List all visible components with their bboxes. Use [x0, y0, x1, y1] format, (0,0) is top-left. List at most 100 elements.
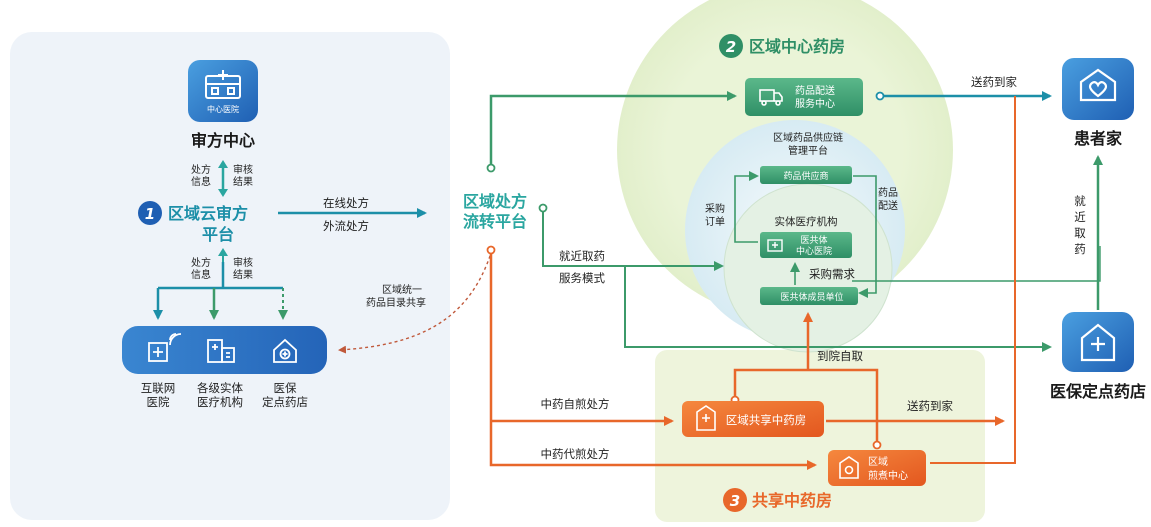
- arrow-platform-to-delivery-center: [489, 91, 737, 164]
- badge-2-text: 2: [726, 38, 736, 56]
- down-left-label-2: 信息: [191, 268, 211, 281]
- platform-top-port: [486, 163, 496, 173]
- nearby-vertical-3: 取: [1074, 226, 1086, 240]
- delivery-center-port: [875, 91, 885, 101]
- pharmacy-building-icon: [696, 405, 716, 431]
- up-right-label-2: 结果: [233, 175, 253, 188]
- outflow-rx-label: 外流处方: [323, 219, 369, 233]
- physical-institution-icon: [207, 339, 235, 363]
- down-right-label-2: 结果: [233, 268, 253, 281]
- purchase-order-label-1: 采购: [705, 202, 725, 215]
- physical-institution-title: 实体医疗机构: [775, 215, 838, 228]
- decoction-icon: [839, 456, 859, 479]
- internet-hospital-icon: [148, 333, 182, 362]
- rx-platform-line1: 区域处方: [463, 192, 527, 211]
- rx-platform-line2: 流转平台: [463, 212, 527, 231]
- nearby-vertical-1: 就: [1074, 194, 1086, 208]
- insurance-pharmacy-label-1: 医保: [274, 381, 297, 395]
- down-up-arrowhead: [218, 248, 228, 256]
- patient-home-label: 患者家: [1074, 129, 1123, 148]
- decoction-center-label-2: 煎煮中心: [868, 469, 908, 482]
- purchase-order-label-2: 订单: [705, 216, 725, 228]
- internet-hospital-label-1: 互联网: [141, 381, 176, 395]
- distribution-bar: [158, 262, 283, 290]
- nearby-vertical-4: 药: [1074, 242, 1086, 256]
- review-center-title: 审方中心: [191, 131, 255, 150]
- arrow-to-pharmacy: [624, 266, 1052, 352]
- delivery-center-label-1: 药品配送: [795, 84, 835, 97]
- nearby-pickup-label-1: 就近取药: [559, 249, 605, 263]
- down-left-label-1: 处方: [191, 256, 211, 269]
- hospital-pickup-label: 到院自取: [817, 349, 863, 363]
- decoction-top-port: [872, 440, 882, 450]
- cloud-review-title-line1: 区域云审方: [168, 204, 248, 223]
- internet-hospital-label-2: 医院: [147, 395, 170, 409]
- home-delivery-top-label: 送药到家: [971, 75, 1017, 89]
- pharmacy-node: [1062, 312, 1134, 372]
- pharmacy-label: 医保定点药店: [1050, 382, 1146, 401]
- pickup-loop-line: [733, 368, 879, 445]
- up-left-label-2: 信息: [191, 175, 211, 188]
- tcm-self-decoct-label: 中药自煎处方: [541, 397, 610, 411]
- physical-institution-label-2: 医疗机构: [197, 395, 243, 409]
- cloud-review-title-line2: 平台: [202, 225, 234, 244]
- arrow-to-decoction-center: [489, 254, 817, 470]
- physical-institution-label-1: 各级实体: [197, 381, 243, 395]
- consortium-center-label-2: 中心医院: [796, 245, 832, 257]
- supplier-label: 药品供应商: [783, 170, 828, 182]
- delivery-center-label-2: 服务中心: [795, 97, 835, 110]
- decoction-center-label-1: 区域: [868, 455, 888, 468]
- patient-home-node: [1062, 58, 1134, 120]
- platform-bottom-port: [486, 245, 496, 255]
- badge-1-text: 1: [145, 205, 155, 223]
- supply-chain-title-1: 区域药品供应链: [773, 131, 843, 144]
- consortium-to-right-line: [852, 246, 1101, 282]
- badge-2: [719, 34, 743, 58]
- review-up-arrowhead: [218, 160, 228, 168]
- review-center-icon-caption: 中心医院: [207, 104, 239, 114]
- down-right-label-1: 审核: [233, 256, 253, 269]
- consortium-center-label-1: 医共体: [800, 234, 827, 246]
- purchase-demand-label: 采购需求: [809, 267, 855, 281]
- pharmacy-plus-icon: [1080, 323, 1116, 362]
- review-down-arrowhead: [218, 189, 228, 197]
- badge-3-text: 3: [730, 492, 740, 510]
- shared-pharmacy-label: 区域共享中药房: [726, 413, 807, 427]
- consortium-center-box: [760, 232, 852, 258]
- shared-catalog-dashed-arrow: [338, 249, 493, 354]
- consortium-hospital-icon: [767, 239, 783, 252]
- up-right-label-1: 审核: [233, 163, 253, 176]
- decoction-to-delivery-line: [930, 96, 1016, 464]
- member-unit-label: 医共体成员单位: [780, 291, 843, 303]
- tcm-proxy-decoct-label: 中药代煎处方: [541, 447, 610, 461]
- drug-delivery-label-1: 药品: [878, 187, 898, 199]
- supplier-box: [760, 166, 852, 184]
- up-left-label-1: 处方: [191, 163, 211, 176]
- shared-tcm-title: 共享中药房: [752, 491, 832, 510]
- member-unit-box: [760, 287, 858, 305]
- home-heart-icon: [1079, 68, 1117, 102]
- nearby-pickup-label-2: 服务模式: [559, 271, 605, 285]
- region-center-title: 区域中心药房: [749, 37, 845, 56]
- shared-catalog-label-1: 区域统一: [382, 283, 422, 296]
- drug-delivery-arrow: [853, 175, 877, 298]
- platform-right-port: [538, 203, 548, 213]
- shared-pharmacy-box: [682, 401, 824, 437]
- nearby-vertical-2: 近: [1074, 210, 1086, 224]
- hospital-icon: [205, 70, 241, 99]
- shared-catalog-label-2: 药品目录共享: [366, 296, 426, 309]
- badge-1: [138, 201, 162, 225]
- truck-icon: [759, 89, 783, 106]
- left-panel-background: [10, 32, 450, 520]
- online-rx-label: 在线处方: [323, 196, 369, 210]
- tcm-home-delivery-label: 送药到家: [907, 399, 953, 413]
- supply-chain-title-2: 管理平台: [788, 144, 828, 157]
- delivery-center-box: [745, 78, 863, 116]
- review-center-node: 中心医院: [188, 60, 258, 122]
- insurance-pharmacy-icon: [273, 338, 297, 363]
- badge-3: [723, 488, 747, 512]
- insurance-pharmacy-label-2: 定点药店: [262, 395, 308, 409]
- arrow-to-consortium: [542, 212, 724, 271]
- drug-delivery-label-2: 配送: [878, 199, 898, 212]
